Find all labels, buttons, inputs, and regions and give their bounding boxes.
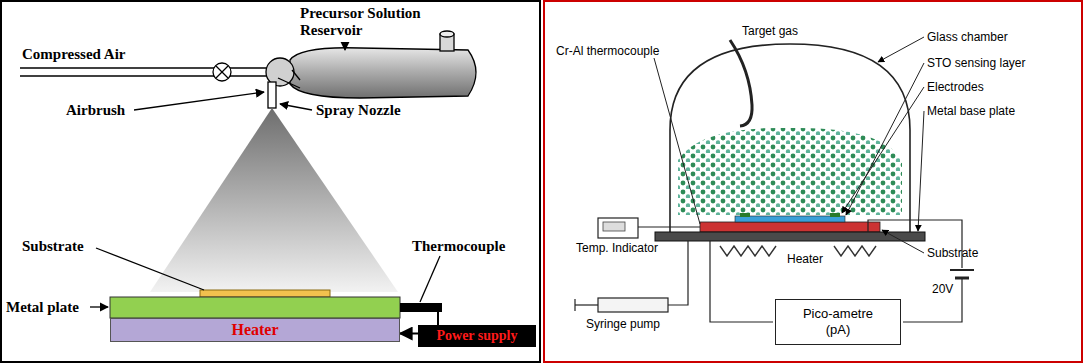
electrode: [740, 213, 750, 217]
glass-chamber: [670, 44, 910, 232]
metal-plate: [110, 297, 400, 318]
gas-inlet: [730, 40, 752, 126]
power-wire: [400, 333, 418, 335]
reservoir-label: Precursor Solution Reservoir: [300, 5, 450, 39]
thermocouple-wire: [437, 312, 439, 325]
sensing-layer-label: STO sensing layer: [927, 56, 1026, 70]
node-text: Pico-ametre (pA): [794, 306, 882, 338]
heater-label: Heater: [785, 252, 825, 266]
leader-lines: [654, 37, 924, 253]
nozzle-label: Spray Nozzle: [316, 102, 401, 119]
airbrush: [266, 31, 476, 108]
left-panel-frame: [1, 1, 540, 362]
chamber-label: Glass chamber: [927, 30, 1008, 44]
pump-label: Syringe pump: [586, 317, 660, 331]
metal-base-plate: [655, 232, 925, 241]
heater-box: Heater: [110, 318, 400, 342]
air-line: [20, 63, 268, 81]
electrode: [830, 213, 840, 217]
node-text: Power supply: [436, 328, 517, 344]
metal-plate-label: Metal plate: [6, 299, 79, 316]
substrate: [200, 290, 330, 297]
thermocouple-wire: [638, 226, 700, 227]
thermocouple: [400, 303, 442, 312]
airbrush-label: Airbrush: [66, 102, 125, 119]
temp-indicator: [598, 218, 638, 238]
spray-cone: [150, 108, 398, 292]
node-text: Heater: [231, 321, 278, 339]
picoammeter-box: Pico-ametre (pA): [775, 299, 901, 345]
syringe-pump: [575, 241, 688, 312]
voltage-label: 20V: [932, 282, 953, 296]
indicator-label: Temp. Indicator: [576, 241, 658, 255]
base-plate-label: Metal base plate: [927, 104, 1015, 118]
substrate: [700, 222, 880, 232]
thermocouple-label: Cr-Al thermocouple: [556, 44, 659, 58]
leader-lines: [90, 42, 440, 307]
thermocouple-label: Thermocouple: [412, 238, 505, 255]
electrodes-label: Electrodes: [927, 80, 984, 94]
sto-layer: [735, 216, 845, 222]
air-label: Compressed Air: [22, 46, 125, 63]
right-panel-frame: [544, 1, 1082, 362]
gas-label: Target gas: [742, 24, 798, 38]
substrate-label: Substrate: [22, 238, 84, 255]
substrate-label: Substrate: [927, 246, 978, 260]
power-supply-box: Power supply: [418, 325, 536, 347]
